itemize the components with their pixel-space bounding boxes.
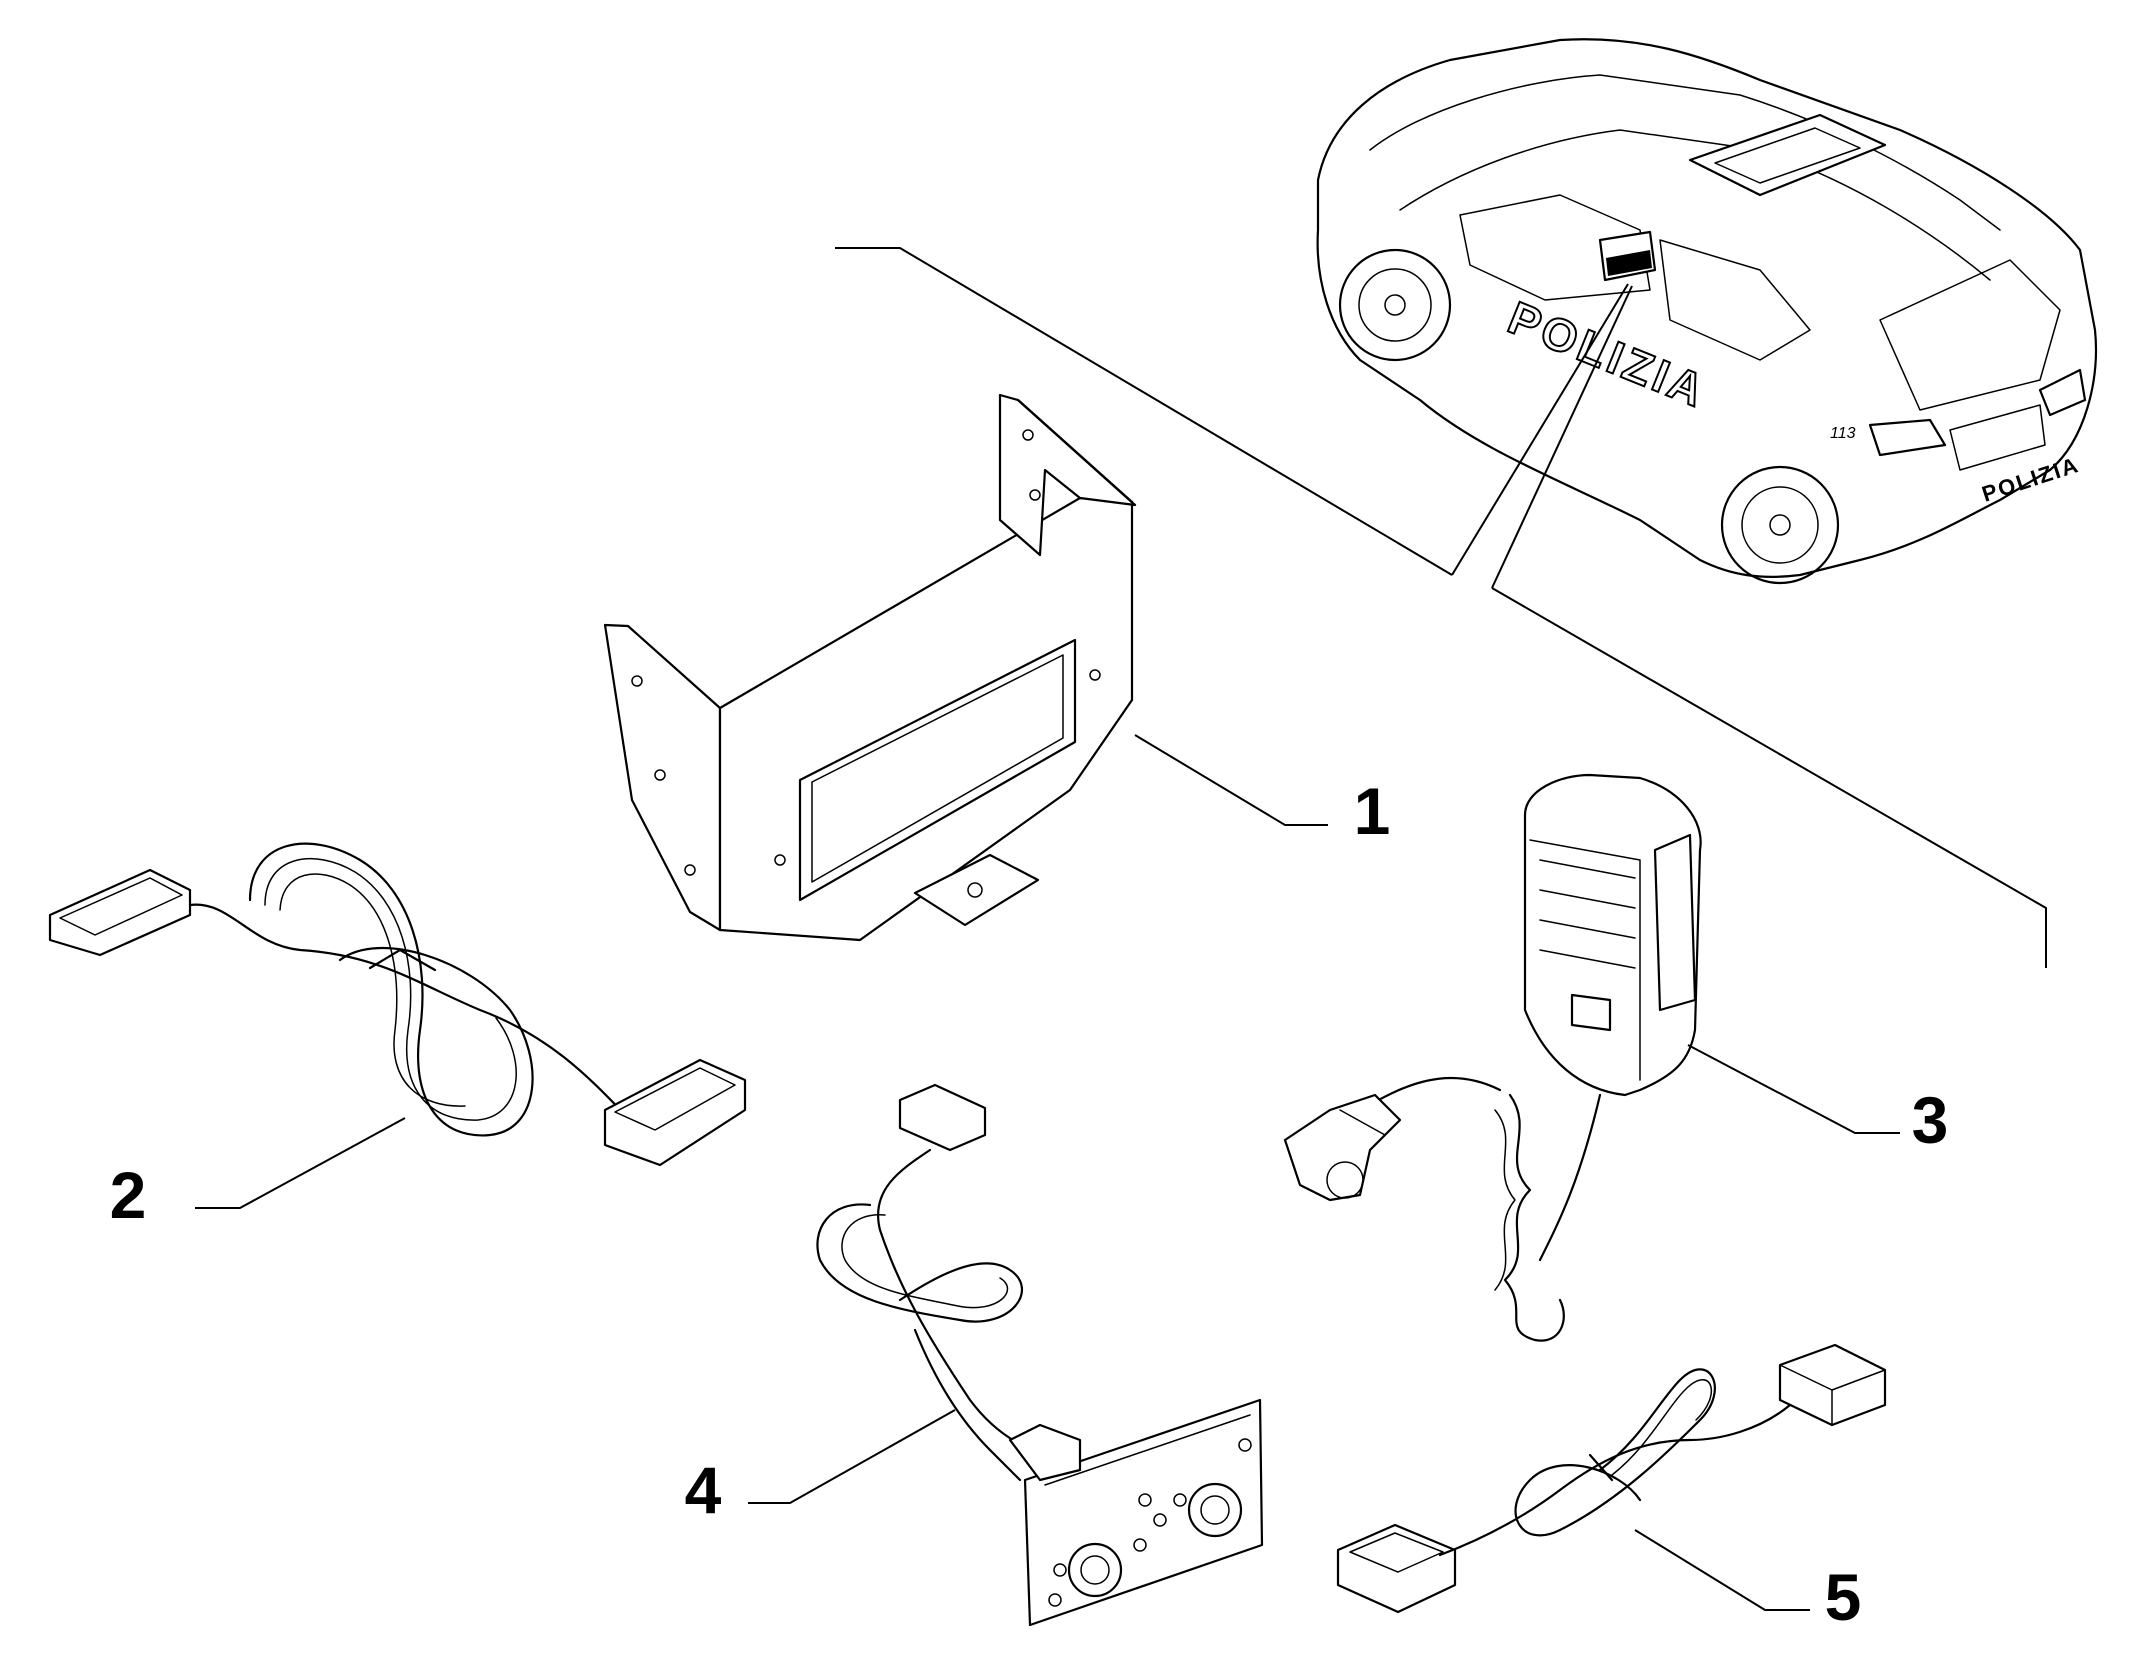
vehicle-side-text: POLIZIA [1501,291,1715,418]
part-3-microphone: 3 [1283,773,1949,1342]
part-5-antenna-cable: 5 [1336,1343,1887,1634]
callout-5-label: 5 [1825,1560,1862,1634]
part-2-cable-harness: 2 [48,842,747,1232]
callout-1-label: 1 [1354,774,1391,848]
callout-2-label: 2 [110,1158,147,1232]
callout-1: 1 [1134,734,1391,848]
part-1-mounting-bracket [603,393,1137,942]
assembly-group-lines [835,247,2047,968]
vehicle-badge-text: 113 [1830,425,1856,442]
callout-3-label: 3 [1912,1083,1949,1157]
callout-4-label: 4 [685,1453,722,1527]
part-4-connector-panel: 4 [685,1083,1264,1627]
police-vehicle-illustration: POLIZIA POLIZIA 113 [1316,38,2097,585]
